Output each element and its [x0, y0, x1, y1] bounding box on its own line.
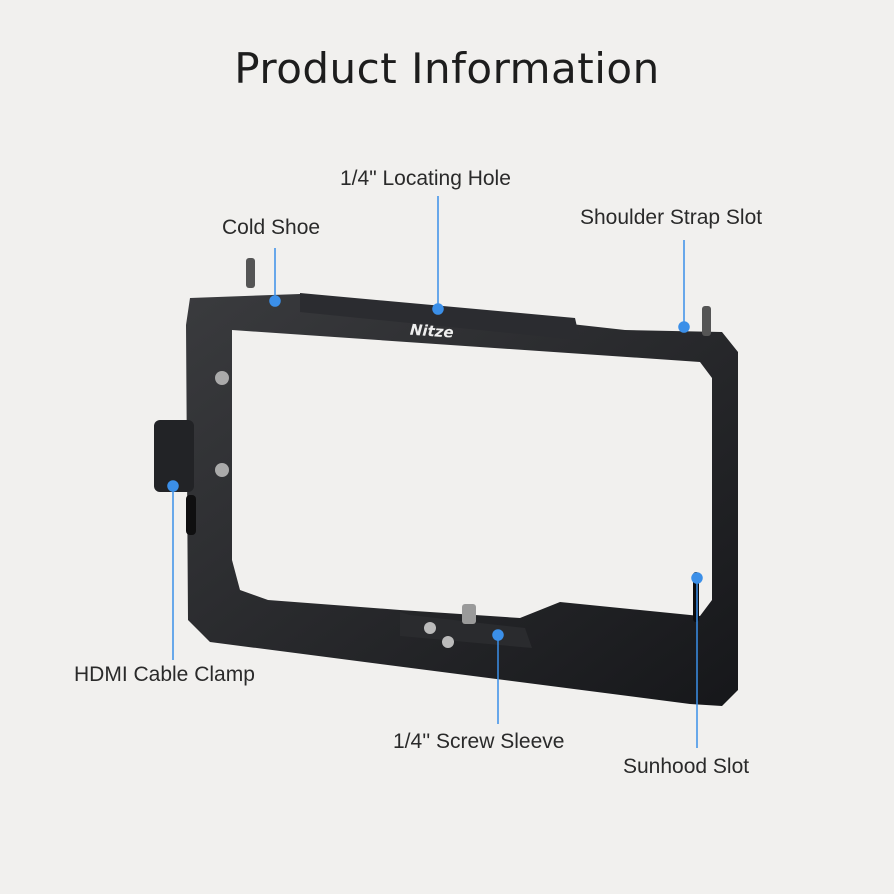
callout-dot-screw-sleeve [492, 629, 504, 641]
label-hdmi-cable-clamp: HDMI Cable Clamp [74, 663, 255, 686]
cage-frame [186, 294, 738, 706]
label-screw-sleeve: 1/4'' Screw Sleeve [393, 730, 565, 753]
callout-dot-hdmi-clamp [167, 480, 179, 492]
callout-dot-cold-shoe [269, 295, 281, 307]
screw-thread [462, 604, 476, 624]
label-sunhood-slot: Sunhood Slot [623, 755, 750, 778]
callout-dot-shoulder-strap [678, 321, 690, 333]
label-cold-shoe: Cold Shoe [222, 216, 321, 239]
label-locating-hole: 1/4" Locating Hole [340, 167, 511, 190]
label-shoulder-strap-slot: Shoulder Strap Slot [580, 206, 763, 229]
callout-dot-locating-hole [432, 303, 444, 315]
callout-dot-sunhood-slot [691, 572, 703, 584]
top-rail [300, 293, 580, 340]
brand-logo: Nitze [409, 321, 454, 342]
page-title: Product Information [234, 44, 660, 93]
hdmi-clamp-body [154, 420, 194, 492]
